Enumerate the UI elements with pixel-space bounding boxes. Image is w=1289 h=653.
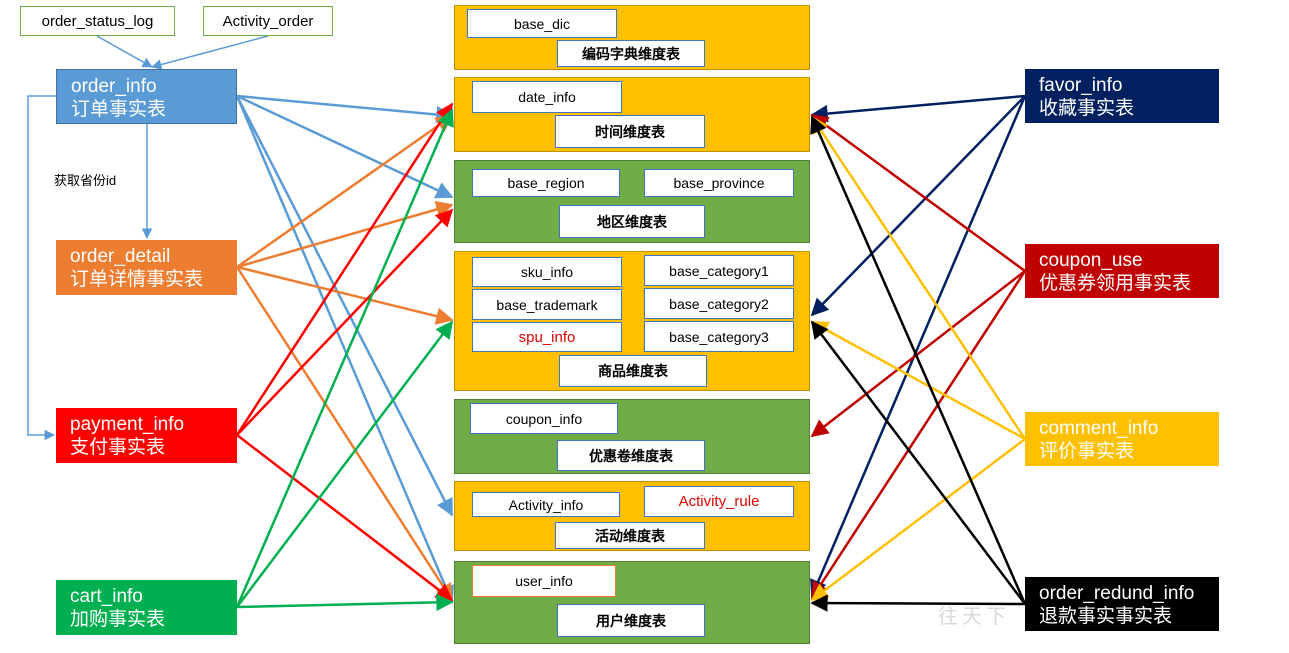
sku-dimension[interactable]: sku_info base_trademark spu_info base_ca… [454,251,810,391]
activity-dimension[interactable]: Activity_info Activity_rule 活动维度表 [454,481,810,551]
dic-dimension-caption: 编码字典维度表 [557,40,705,67]
date-dimension[interactable]: date_info 时间维度表 [454,77,810,152]
comment-info-fact[interactable]: comment_info 评价事实表 [1025,412,1219,466]
arrow-order-detail-to-region [236,200,454,269]
arrow-comment-info-to-date [810,115,1027,440]
base-province-table[interactable]: base_province [644,169,794,197]
watermark: 往天下 [938,604,1010,628]
payment-info-desc: 支付事实表 [70,437,166,458]
arrow-order-info-to-payment-info [27,95,56,441]
region-dimension-caption: 地区维度表 [559,205,705,238]
base-region-table[interactable]: base_region [472,169,620,197]
coupon-dimension-caption: 优惠卷维度表 [557,440,705,471]
sku-dimension-caption: 商品维度表 [559,355,707,387]
activity-rule-table[interactable]: Activity_rule [644,486,794,517]
arrow-comment-info-to-sku [810,320,1026,441]
order-detail-desc: 订单详情事实表 [70,269,204,290]
arrow-cart-info-to-user [236,593,454,612]
province-id-annotation: 获取省份id [54,173,117,188]
arrow-payment-info-to-date [235,102,454,436]
order-info-fact[interactable]: order_info 订单事实表 [56,69,237,124]
order-refund-fact[interactable]: order_redund_info 退款事实事实表 [1025,577,1219,631]
comment-info-name: comment_info [1039,418,1159,439]
activity-info-table[interactable]: Activity_info [472,492,620,517]
arrow-favor-info-to-user [810,95,1027,598]
coupon-use-name: coupon_use [1039,250,1143,271]
order-detail-fact[interactable]: order_detail 订单详情事实表 [56,240,237,295]
coupon-info-table[interactable]: coupon_info [470,403,618,434]
coupon-use-fact[interactable]: coupon_use 优惠券领用事实表 [1025,244,1219,298]
comment-info-desc: 评价事实表 [1039,441,1135,462]
cart-info-fact[interactable]: cart_info 加购事实表 [56,580,237,635]
arrow-activity-order-to-order-info [150,35,269,70]
base-trademark-table[interactable]: base_trademark [472,289,622,320]
dic-dimension[interactable]: base_dic 编码字典维度表 [454,5,810,70]
favor-info-desc: 收藏事实表 [1039,98,1135,119]
region-dimension[interactable]: base_region base_province 地区维度表 [454,160,810,243]
arrow-payment-info-to-user [236,434,454,602]
arrow-cart-info-to-sku [236,320,454,608]
arrow-favor-info-to-sku [810,95,1026,317]
cart-info-name: cart_info [70,586,143,607]
payment-info-name: payment_info [70,414,185,435]
base-category1-table[interactable]: base_category1 [644,255,794,286]
arrow-order-info-to-user [235,95,454,604]
arrow-order-detail-to-sku [236,265,454,325]
arrow-order-refund-to-sku [810,320,1026,605]
arrow-order-info-to-date [236,94,454,124]
base-category3-table[interactable]: base_category3 [644,321,794,352]
user-dimension-caption: 用户维度表 [557,604,705,637]
arrow-order-info-to-region [236,94,454,199]
arrow-order-detail-to-user [235,266,454,602]
user-dimension[interactable]: user_info 用户维度表 [454,561,810,644]
user-info-table[interactable]: user_info [472,565,616,597]
order-info-desc: 订单事实表 [71,99,167,120]
coupon-dimension[interactable]: coupon_info 优惠卷维度表 [454,399,810,474]
order-status-log-box[interactable]: order_status_log [20,6,175,36]
base-dic-table[interactable]: base_dic [467,9,617,38]
arrow-comment-info-to-user [810,438,1026,602]
activity-order-box[interactable]: Activity_order [203,6,333,36]
arrow-favor-info-to-date [810,94,1026,123]
coupon-use-desc: 优惠券领用事实表 [1039,273,1192,294]
arrow-coupon-use-to-date [810,113,1026,273]
date-info-table[interactable]: date_info [472,81,622,113]
arrow-coupon-use-to-user [810,270,1027,600]
sku-info-table[interactable]: sku_info [472,257,622,287]
arrow-payment-info-to-region [236,208,454,436]
arrow-cart-info-to-date [235,108,454,608]
order-refund-name: order_redund_info [1039,583,1195,604]
spu-info-table[interactable]: spu_info [472,322,622,352]
order-detail-name: order_detail [70,246,171,267]
payment-info-fact[interactable]: payment_info 支付事实表 [56,408,237,463]
favor-info-fact[interactable]: favor_info 收藏事实表 [1025,69,1219,123]
favor-info-name: favor_info [1039,75,1123,96]
base-category2-table[interactable]: base_category2 [644,288,794,319]
order-info-name: order_info [71,76,157,97]
arrow-order-info-to-activity [235,95,454,517]
order-refund-desc: 退款事实事实表 [1039,606,1173,627]
arrow-order-status-log-to-order-info [96,35,153,68]
arrow-order-refund-to-date [810,115,1027,605]
date-dimension-caption: 时间维度表 [555,115,705,148]
cart-info-desc: 加购事实表 [70,609,166,630]
activity-dimension-caption: 活动维度表 [555,522,705,549]
arrow-coupon-use-to-coupon [810,270,1026,438]
arrow-order-detail-to-date [236,114,454,269]
